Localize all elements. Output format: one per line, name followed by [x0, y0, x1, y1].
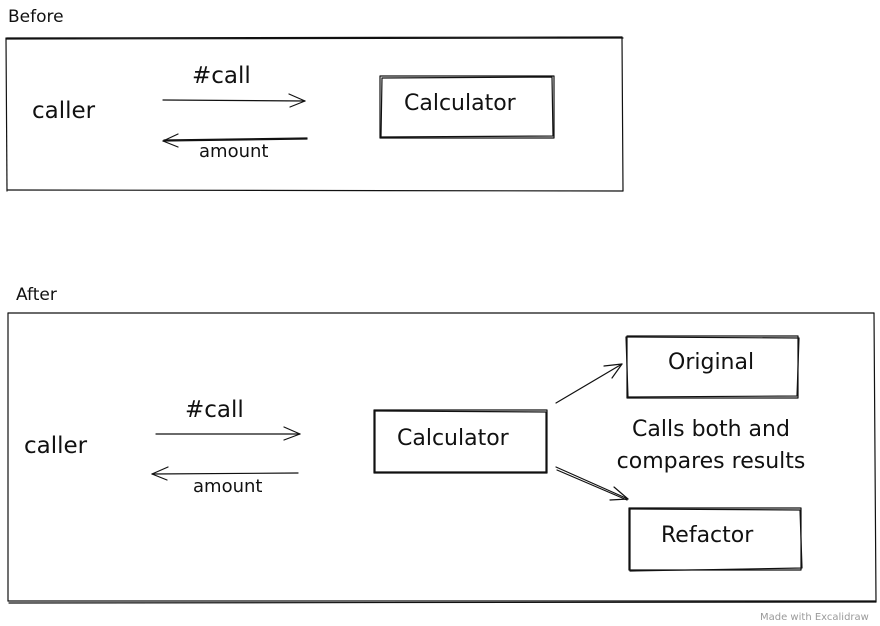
after-request-label: #call	[185, 397, 244, 423]
after-section-label: After	[16, 285, 57, 305]
refactor-label: Refactor	[661, 523, 754, 548]
arrow-to-original	[555, 363, 623, 404]
after-caller-label: caller	[24, 433, 88, 459]
comparison-note-line-2: compares results	[616, 449, 806, 474]
before-response-arrow	[162, 133, 308, 148]
before-frame	[5, 36, 624, 192]
excalidraw-footer: Made with Excalidraw	[760, 612, 869, 623]
before-calculator-box	[379, 75, 555, 139]
before-request-arrow	[162, 93, 306, 108]
after-frame	[7, 312, 877, 604]
after-request-arrow	[155, 426, 301, 441]
after-calculator-label: Calculator	[397, 426, 509, 451]
refactor-box	[628, 507, 803, 572]
after-calculator-box	[373, 409, 548, 474]
original-box	[625, 335, 800, 399]
before-request-label: #call	[192, 63, 251, 89]
before-caller-label: caller	[32, 98, 96, 124]
after-response-arrow	[151, 466, 299, 481]
comparison-note-line-1: Calls both and	[632, 417, 790, 442]
before-calculator-label: Calculator	[404, 91, 516, 116]
after-response-label: amount	[193, 476, 263, 497]
original-label: Original	[668, 350, 755, 375]
before-section-label: Before	[8, 7, 64, 27]
before-response-label: amount	[199, 141, 269, 162]
arrow-to-refactor	[555, 466, 629, 501]
comparison-note: Calls both and compares results	[606, 414, 816, 478]
